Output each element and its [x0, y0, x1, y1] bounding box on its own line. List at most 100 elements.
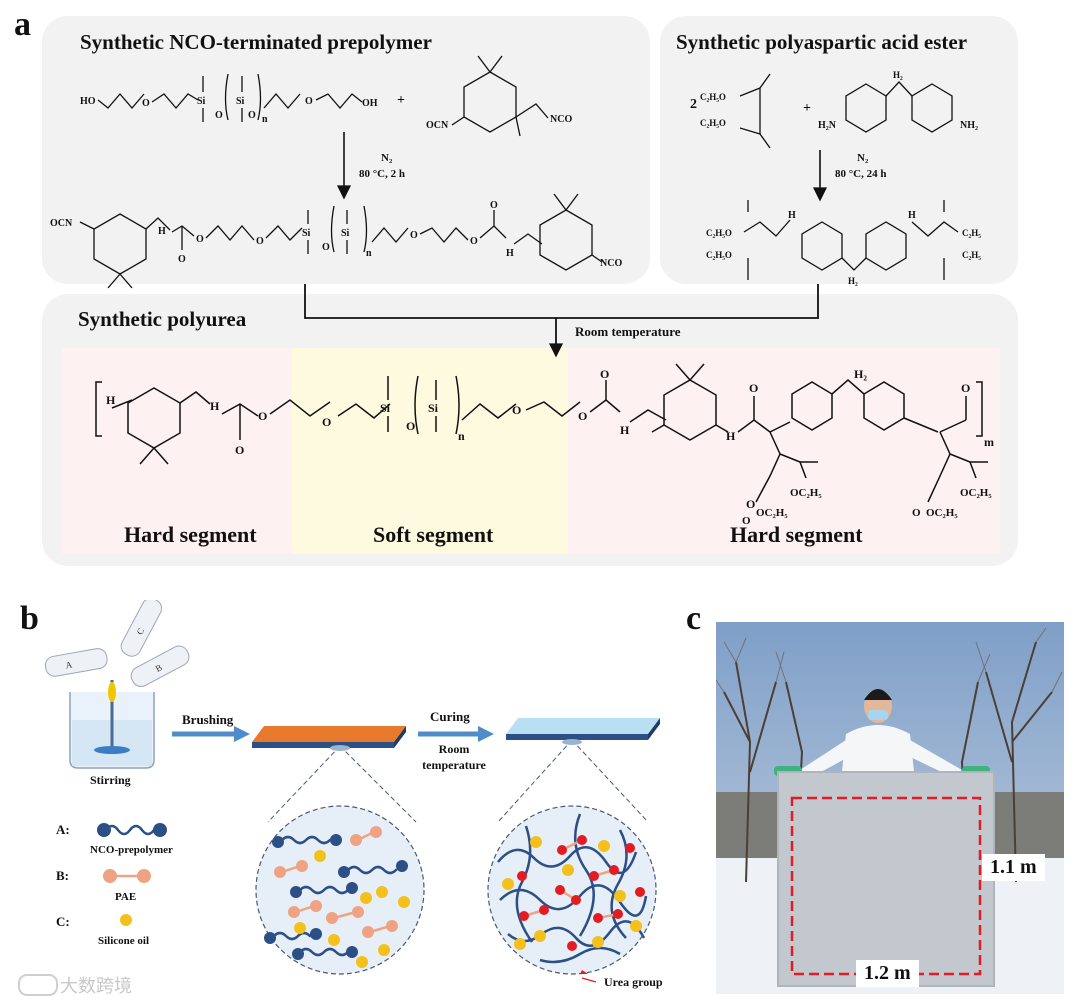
prepolymer-title: Synthetic NCO-terminated prepolymer [80, 30, 432, 54]
svg-text:H₂: H₂ [848, 276, 858, 286]
soft-segment-label: Soft segment [373, 522, 494, 547]
svg-text:O: O [322, 415, 331, 429]
svg-text:B: B [154, 662, 164, 674]
svg-text:C₂H₅O: C₂H₅O [700, 118, 726, 128]
svg-text:H₂: H₂ [893, 70, 903, 80]
prepolymer-product: OCN H O O O Si O Si n O O O H NCO [50, 193, 622, 289]
silicone-dots-cured [502, 836, 642, 950]
soft-segment-bg [292, 348, 568, 554]
svg-text:O: O [196, 234, 204, 245]
svg-text:+: + [803, 101, 811, 116]
svg-text:O: O [470, 236, 478, 247]
svg-text:Si: Si [428, 401, 439, 415]
legend-icons [97, 823, 167, 926]
outdoor-photo: 1.1 m 1.2 m [716, 622, 1064, 994]
svg-text:O: O [142, 98, 150, 109]
svg-text:H₂N: H₂N [818, 120, 837, 131]
svg-text:n: n [262, 114, 268, 125]
prepolymer-box [42, 16, 650, 284]
svg-text:Si: Si [302, 228, 311, 239]
svg-text:C₂H₅: C₂H₅ [962, 228, 981, 238]
svg-text:A: A [65, 659, 74, 670]
legend-name-c: Silicone oil [98, 935, 150, 947]
watermark-logo-icon [18, 974, 58, 996]
hard-segment-right-bg [568, 348, 1000, 554]
svg-text:H: H [106, 393, 116, 407]
svg-text:O: O [258, 409, 267, 423]
svg-text:O: O [406, 419, 415, 433]
svg-text:Si: Si [380, 401, 391, 415]
svg-text:OC₂H₅: OC₂H₅ [960, 487, 992, 499]
legend-key-c: C: [56, 914, 70, 929]
stirring-label: Stirring [90, 773, 131, 787]
svg-text:H: H [788, 210, 796, 221]
svg-text:OC₂H₅: OC₂H₅ [790, 487, 822, 499]
brushing-label: Brushing [182, 712, 234, 727]
legend-name-b: PAE [115, 891, 137, 903]
svg-text:Si: Si [236, 96, 245, 107]
cured-network [497, 813, 648, 964]
legend-key-a: A: [56, 822, 70, 837]
svg-text:O: O [235, 443, 244, 457]
svg-text:OCN: OCN [50, 218, 73, 229]
hard-segment-right-label: Hard segment [730, 522, 863, 547]
vial-c: C [120, 600, 163, 657]
svg-text:OH: OH [362, 98, 378, 109]
svg-text:O: O [178, 254, 186, 265]
svg-text:H: H [726, 429, 736, 443]
svg-text:O: O [961, 381, 970, 395]
ipdi-structure: NCO OCN [426, 55, 572, 137]
cond1-temp: 80 °C, 2 h [359, 168, 405, 180]
svg-text:n: n [366, 248, 372, 259]
svg-text:H: H [210, 399, 220, 413]
width-label: 1.2 m [856, 960, 919, 987]
svg-text:+: + [397, 93, 405, 108]
svg-text:O: O [749, 381, 758, 395]
svg-text:n: n [458, 429, 465, 443]
panel-b-letter: b [20, 600, 39, 637]
svg-text:OCN: OCN [426, 120, 449, 131]
svg-text:OC₂H₅: OC₂H₅ [926, 507, 958, 519]
svg-text:O: O [746, 497, 755, 511]
svg-text:Si: Si [341, 228, 350, 239]
svg-text:H₂: H₂ [854, 367, 867, 381]
photo-scene [716, 622, 1064, 994]
svg-text:m: m [984, 435, 994, 449]
svg-text:O: O [410, 230, 418, 241]
svg-text:O: O [256, 236, 264, 247]
cond2-gas: N₂ [857, 152, 869, 164]
svg-text:C₂H₅: C₂H₅ [962, 250, 981, 260]
polyurea-structure: H H O O O Si O Si n O O O H H O [95, 363, 994, 527]
svg-text:O: O [600, 367, 609, 381]
panel-a-letter: a [14, 6, 31, 43]
svg-text:O: O [578, 409, 587, 423]
legend-key-b: B: [56, 868, 69, 883]
svg-text:C₂H₅O: C₂H₅O [706, 228, 732, 238]
hard-segment-left-label: Hard segment [124, 522, 257, 547]
svg-text:C₂H₅O: C₂H₅O [700, 92, 726, 102]
svg-text:O: O [742, 515, 751, 527]
vial-a: A [44, 648, 108, 677]
urea-dots [517, 835, 645, 951]
svg-text:O: O [512, 403, 521, 417]
room-temp-label-b: Room temperature [422, 742, 486, 772]
svg-text:O: O [490, 200, 498, 211]
watermark: 大数跨境 [60, 976, 132, 997]
svg-text:C₂H₅O: C₂H₅O [706, 250, 732, 260]
svg-text:2: 2 [690, 97, 697, 112]
svg-text:O: O [322, 242, 330, 253]
pae-box [660, 16, 1018, 284]
diamine-structure: H₂ H₂N NH₂ [818, 70, 978, 133]
svg-text:H: H [158, 226, 166, 237]
svg-text:HO: HO [80, 96, 96, 107]
panel-c-letter: c [686, 600, 702, 637]
urea-group-label: Urea group [604, 975, 663, 989]
svg-text:NCO: NCO [600, 258, 622, 269]
svg-text:O: O [912, 507, 921, 519]
panel-a-chemistry: HO O Si O Si O n O OH + NCO OCN OCN H [50, 55, 994, 527]
diol-structure: HO O Si O Si O n O OH + [80, 73, 405, 125]
svg-text:OC₂H₅: OC₂H₅ [756, 507, 788, 519]
height-label: 1.1 m [982, 854, 1045, 881]
svg-text:NCO: NCO [550, 114, 572, 125]
pae-product: C₂H₅O C₂H₅O H H₂ H C₂H₅ C₂H₅ [706, 200, 981, 286]
